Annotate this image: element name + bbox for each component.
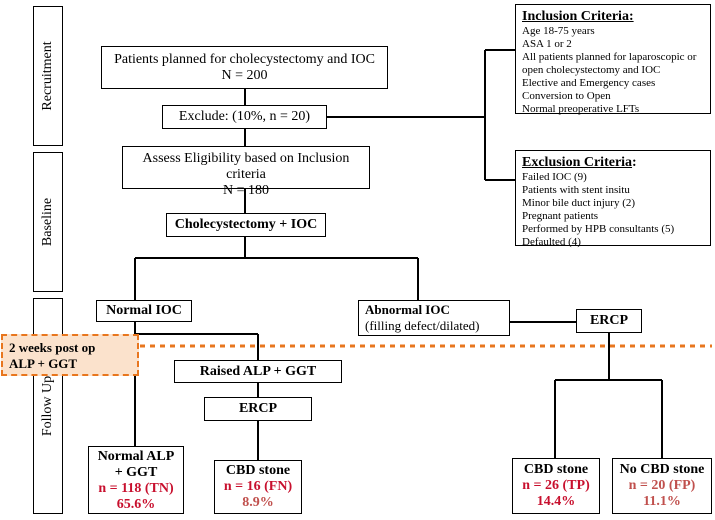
recruit-line2: N = 200	[221, 68, 268, 83]
ercp-right-label: ERCP	[589, 313, 629, 328]
raised-label: Raised ALP + GGT	[199, 364, 317, 379]
normal-ioc-box: Normal IOC	[96, 300, 192, 322]
stage-follow-up-label: Follow Up	[40, 375, 55, 437]
inclusion-item: open cholecystectomy and IOC	[522, 64, 661, 76]
inclusion-title: Inclusion Criteria:	[522, 9, 634, 24]
exclusion-title-colon: :	[632, 155, 637, 170]
inclusion-item: ASA 1 or 2	[522, 38, 572, 50]
recruit-box: Patients planned for cholecystectomy and…	[101, 46, 388, 89]
outcome-normal-count: n = 118 (TN)	[98, 481, 174, 496]
outcome-cbd-fn-count: n = 16 (FN)	[223, 479, 293, 494]
exclude-box: Exclude: (10%, n = 20)	[162, 105, 327, 129]
outcome-no-cbd-pct: 11.1%	[643, 494, 681, 509]
exclusion-criteria-box: Exclusion Criteria: Failed IOC (9) Patie…	[515, 150, 711, 248]
outcome-cbd-fn-l1: CBD stone	[225, 463, 291, 478]
outcome-no-cbd-count: n = 20 (FP)	[628, 478, 696, 493]
stage-baseline: Baseline	[33, 152, 63, 292]
outcome-normal-l1: Normal ALP	[97, 449, 175, 464]
inclusion-item: Age 18-75 years	[522, 25, 595, 37]
normal-ioc-label: Normal IOC	[106, 303, 182, 318]
assess-line2: N = 180	[222, 183, 269, 198]
ercp-mid-box: ERCP	[204, 397, 312, 421]
outcome-no-cbd-l1: No CBD stone	[619, 462, 705, 477]
outcome-no-cbd: No CBD stone n = 20 (FP) 11.1%	[612, 458, 712, 514]
outcome-normal-pct: 65.6%	[116, 497, 156, 512]
stage-recruitment: Recruitment	[33, 6, 63, 146]
inclusion-item: Elective and Emergency cases	[522, 77, 656, 89]
outcome-cbd-fn: CBD stone n = 16 (FN) 8.9%	[214, 460, 302, 514]
surgery-box: Cholecystectomy + IOC	[166, 213, 326, 237]
ercp-mid-label: ERCP	[238, 401, 278, 416]
outcome-cbd-tp: CBD stone n = 26 (TP) 14.4%	[512, 458, 600, 514]
inclusion-item: Conversion to Open	[522, 90, 611, 102]
assess-line1: Assess Eligibility based on Inclusion cr…	[142, 151, 350, 182]
inclusion-criteria-box: Inclusion Criteria: Age 18-75 years ASA …	[515, 4, 711, 115]
stage-recruitment-label: Recruitment	[40, 41, 55, 111]
exclusion-item: Failed IOC (9)	[522, 171, 587, 183]
recruit-line1: Patients planned for cholecystectomy and…	[114, 52, 375, 67]
exclusion-item: Pregnant patients	[522, 210, 599, 222]
outcome-cbd-fn-pct: 8.9%	[242, 495, 274, 510]
exclusion-item: Patients with stent insitu	[522, 184, 630, 196]
inclusion-item: All patients planned for laparoscopic or	[522, 51, 697, 63]
inclusion-item: Normal preoperative LFTs	[522, 103, 640, 115]
abnormal-ioc-box: Abnormal IOC (filling defect/dilated)	[358, 300, 510, 336]
exclude-label: Exclude: (10%, n = 20)	[178, 109, 311, 124]
abnormal-ioc-title: Abnormal IOC	[365, 302, 450, 317]
post-op-line2: ALP + GGT	[9, 356, 78, 371]
outcome-normal: Normal ALP + GGT n = 118 (TN) 65.6%	[88, 446, 184, 514]
outcome-normal-l2: + GGT	[114, 465, 158, 480]
post-op-box: 2 weeks post op ALP + GGT	[1, 334, 139, 376]
outcome-cbd-tp-count: n = 26 (TP)	[522, 478, 590, 493]
surgery-label: Cholecystectomy + IOC	[174, 217, 318, 232]
exclusion-item: Performed by HPB consultants (5)	[522, 223, 675, 235]
abnormal-ioc-subtitle: (filling defect/dilated)	[365, 318, 480, 333]
exclusion-item: Minor bile duct injury (2)	[522, 197, 636, 209]
ercp-right-box: ERCP	[576, 309, 642, 333]
stage-baseline-label: Baseline	[40, 197, 55, 247]
exclusion-item: Defaulted (4)	[522, 236, 581, 248]
outcome-cbd-tp-pct: 14.4%	[536, 494, 576, 509]
assess-box: Assess Eligibility based on Inclusion cr…	[122, 146, 370, 198]
raised-box: Raised ALP + GGT	[174, 360, 342, 383]
post-op-line1: 2 weeks post op	[9, 340, 96, 355]
stage-follow-up: Follow Up	[33, 298, 63, 514]
outcome-cbd-tp-l1: CBD stone	[523, 462, 589, 477]
exclusion-title: Exclusion Criteria	[522, 155, 633, 170]
